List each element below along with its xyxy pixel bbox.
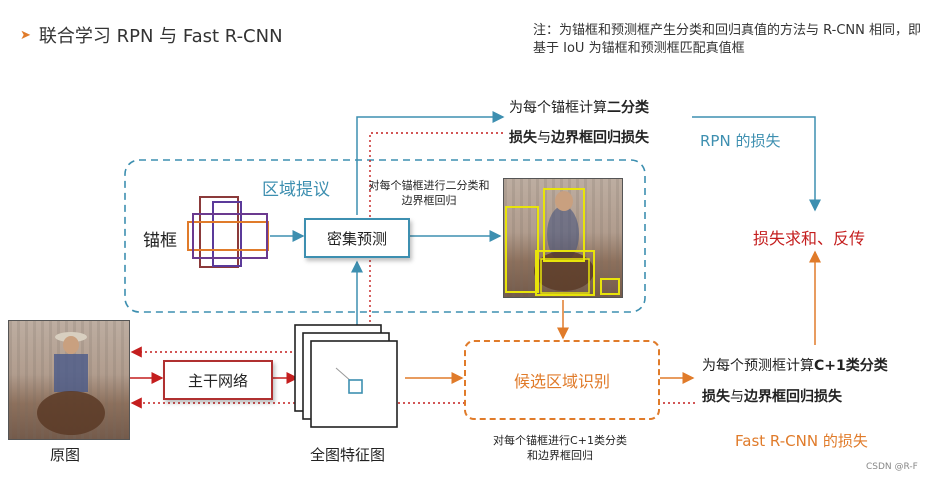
region-proposal-container: [124, 159, 646, 313]
detection-boxes: [505, 188, 620, 296]
rpn-loss-line2-mid: 与: [537, 130, 551, 146]
gradient-path-rpn: [130, 132, 503, 358]
rpn-loss-line2-bold1: 损失: [509, 130, 537, 146]
rpn-loss-line2-bold2: 边界框回归损失: [551, 130, 649, 146]
frcnn-loss-line1: 为每个预测框计算C+1类分类: [702, 355, 888, 375]
feature-map-label: 全图特征图: [310, 446, 386, 464]
detection-image: [503, 178, 623, 298]
dense-prediction-box: 密集预测: [304, 218, 410, 258]
frcnn-loss-line2: 损失与边界框回归损失: [702, 386, 842, 406]
anchor-label: 锚框: [143, 231, 177, 251]
backbone-label: 主干网络: [187, 371, 248, 390]
original-image: [8, 320, 130, 440]
frcnn-loss-line1-bold: C+1类分类: [814, 358, 888, 374]
candidate-region-box: 候选区域识别: [464, 340, 660, 420]
rpn-loss-line1: 为每个锚框计算二分类: [509, 97, 649, 117]
candidate-region-label: 候选区域识别: [513, 372, 610, 391]
rpn-loss-line1-prefix: 为每个锚框计算: [509, 100, 607, 116]
title-text: 联合学习 RPN 与 Fast R-CNN: [38, 26, 283, 47]
rpn-loss-caption: RPN 的损失: [700, 132, 781, 150]
frcnn-loss-line2-bold2: 边界框回归损失: [744, 389, 842, 405]
arrow-to-rpn-loss: [356, 111, 505, 215]
original-image-figure: [37, 332, 105, 435]
feature-map-stack: [294, 324, 398, 428]
bullet-triangle-icon: ➤: [20, 27, 31, 43]
rpn-loss-line2: 损失与边界框回归损失: [509, 127, 649, 147]
candidate-note: 对每个锚框进行C+1类分类和边界框回归: [493, 434, 627, 462]
original-image-label: 原图: [50, 446, 81, 464]
frcnn-loss-caption: Fast R-CNN 的损失: [735, 432, 868, 450]
rpn-loss-line1-bold: 二分类: [607, 100, 649, 116]
backbone-box: 主干网络: [163, 360, 273, 400]
dense-prediction-label: 密集预测: [326, 229, 387, 248]
arrow-rpn-to-sum: [692, 116, 821, 212]
frcnn-loss-line2-mid: 与: [730, 389, 744, 405]
region-proposal-label: 区域提议: [262, 180, 330, 200]
frcnn-loss-line2-bold1: 损失: [702, 389, 730, 405]
anchor-task-note: 对每个锚框进行二分类和边界框回归: [368, 179, 490, 207]
sum-backprop-label: 损失求和、反传: [753, 229, 866, 248]
watermark: CSDN @R-F: [866, 462, 918, 472]
note-text: 注：为锚框和预测框产生分类和回归真值的方法与 R-CNN 相同，即基于 IoU …: [533, 23, 921, 56]
frcnn-loss-line1-prefix: 为每个预测框计算: [702, 358, 814, 374]
anchor-boxes-icon: [187, 196, 269, 268]
page-title: ➤ 联合学习 RPN 与 Fast R-CNN: [20, 22, 283, 48]
